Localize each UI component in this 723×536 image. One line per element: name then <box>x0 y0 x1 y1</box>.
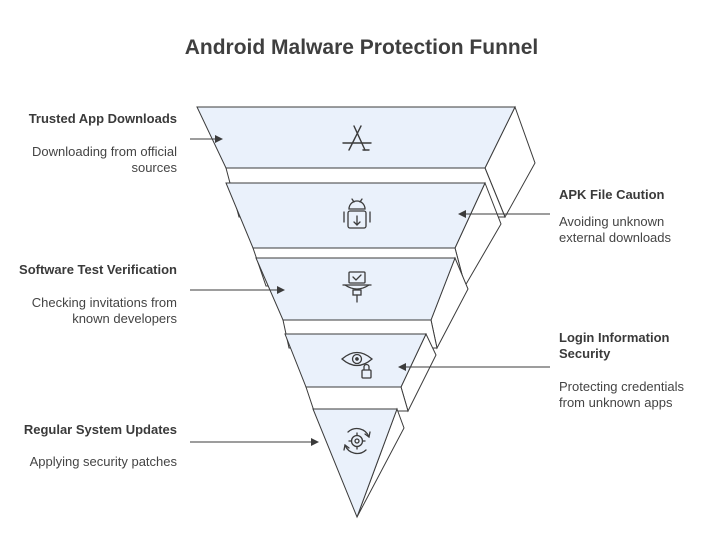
layer-3-label: Software Test Verification Checking invi… <box>2 262 177 327</box>
diagram-title: Android Malware Protection Funnel <box>184 36 539 59</box>
funnel-layer-5 <box>312 407 405 519</box>
layer-5-description: Applying security patches <box>29 454 177 469</box>
layer-2-heading: APK File Caution <box>559 187 665 202</box>
layer-4-bottom <box>305 386 409 412</box>
app-store-icon <box>342 125 372 151</box>
layer-5-label: Regular System Updates Applying security… <box>2 422 177 470</box>
layer-2-description: Avoiding unknown external downloads <box>559 214 672 245</box>
layer-1-heading: Trusted App Downloads <box>28 111 177 126</box>
layer-4-description: Protecting credentials from unknown apps <box>559 379 685 410</box>
layer-2-face <box>225 182 486 249</box>
layer-4-heading: Login Information Security <box>559 330 670 361</box>
layer-2-label: APK File Caution Avoiding unknown extern… <box>559 187 709 246</box>
gear-update-icon <box>343 427 371 455</box>
layer-1-description: Downloading from official sources <box>32 144 177 175</box>
funnel-layer-4 <box>284 332 437 413</box>
layer-4-face <box>284 333 427 388</box>
verified-test-icon <box>342 271 372 303</box>
layer-3-heading: Software Test Verification <box>19 262 177 277</box>
layer-4-label: Login Information Security Protecting cr… <box>559 330 689 411</box>
layer-5-heading: Regular System Updates <box>23 422 177 437</box>
layer-3-description: Checking invitations from known develope… <box>31 295 177 326</box>
android-download-icon <box>343 198 371 229</box>
layer-5-face <box>312 408 398 519</box>
layer-1-label: Trusted App Downloads Downloading from o… <box>2 111 177 176</box>
eye-lock-icon <box>341 351 373 379</box>
connector-arrows <box>190 135 550 446</box>
